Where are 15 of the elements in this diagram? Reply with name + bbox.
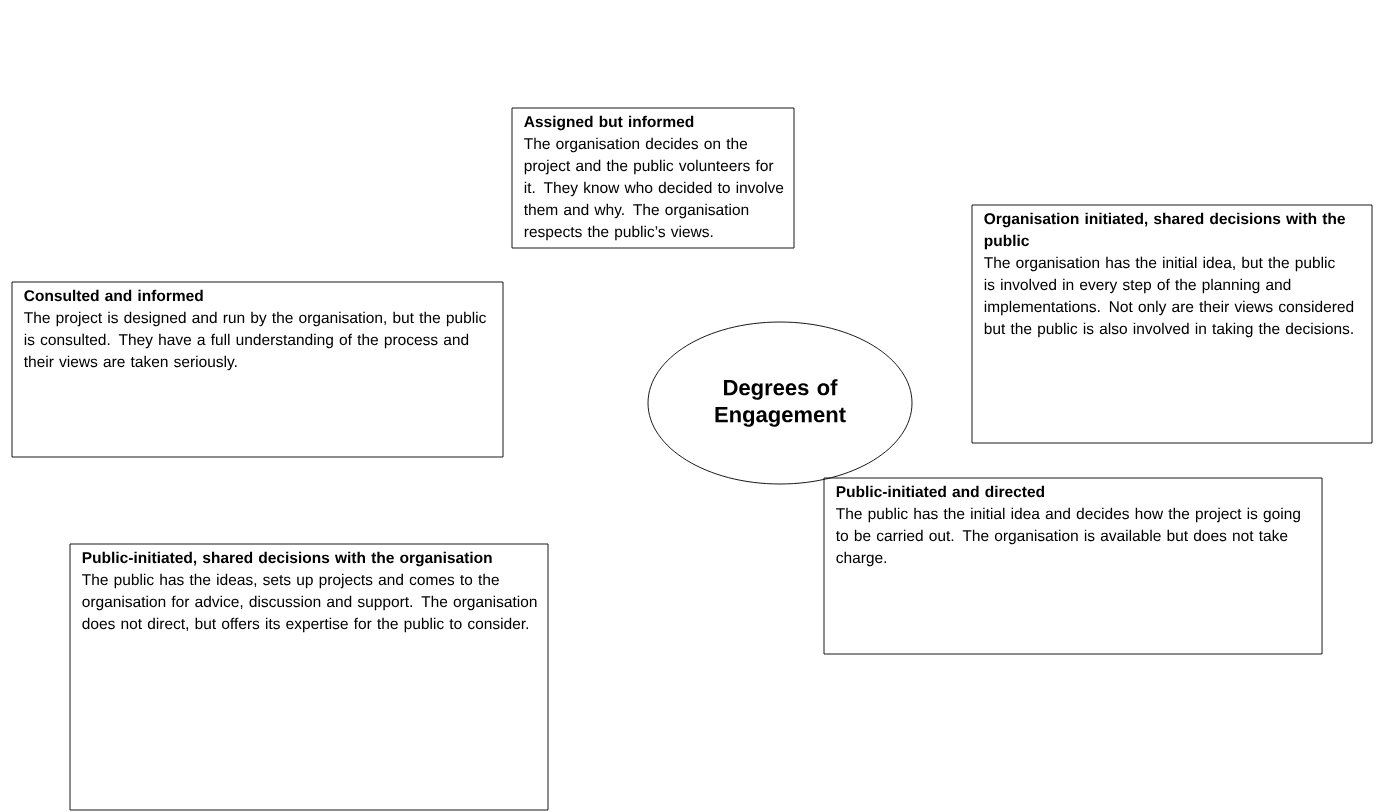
text-box [11, 281, 504, 458]
text-box [823, 477, 1323, 655]
box-heading: Public-initiated and directed [836, 485, 1044, 498]
box-heading: Organisation initiated, shared decisions with the public [984, 212, 1345, 250]
box-text: The organisation has the initial idea, but the public is involved in every step of the planning and implementations. Not only are their views considered but the public is also involved in taking the decisions. [984, 256, 1354, 338]
box-text: The public has the ideas, sets up projects and comes to the organisation for advice, discussion and support. The organisation does not direct, but offers its expertise for the public to consider. [82, 573, 537, 633]
text-box [971, 204, 1373, 444]
box-text: The project is designed and run by the organisation, but the public is consulted. They have a full understanding of the process and their views are taken seriously. [24, 311, 486, 371]
box-text: The public has the initial idea and decides how the project is going to be carried out. The organisation is available but does not take charge. [836, 507, 1300, 567]
box-text: The organisation decides on the project and the public volunteers for it. They know who decided to involve them and why. The organisation respects the public’s views. [524, 137, 784, 241]
text-box [511, 107, 795, 249]
text-box [69, 543, 549, 811]
box-heading: Assigned but informed [524, 115, 694, 131]
box-heading: Public-initiated, shared decisions with the organisation [82, 551, 492, 567]
box-heading: Consulted and informed [24, 289, 203, 302]
